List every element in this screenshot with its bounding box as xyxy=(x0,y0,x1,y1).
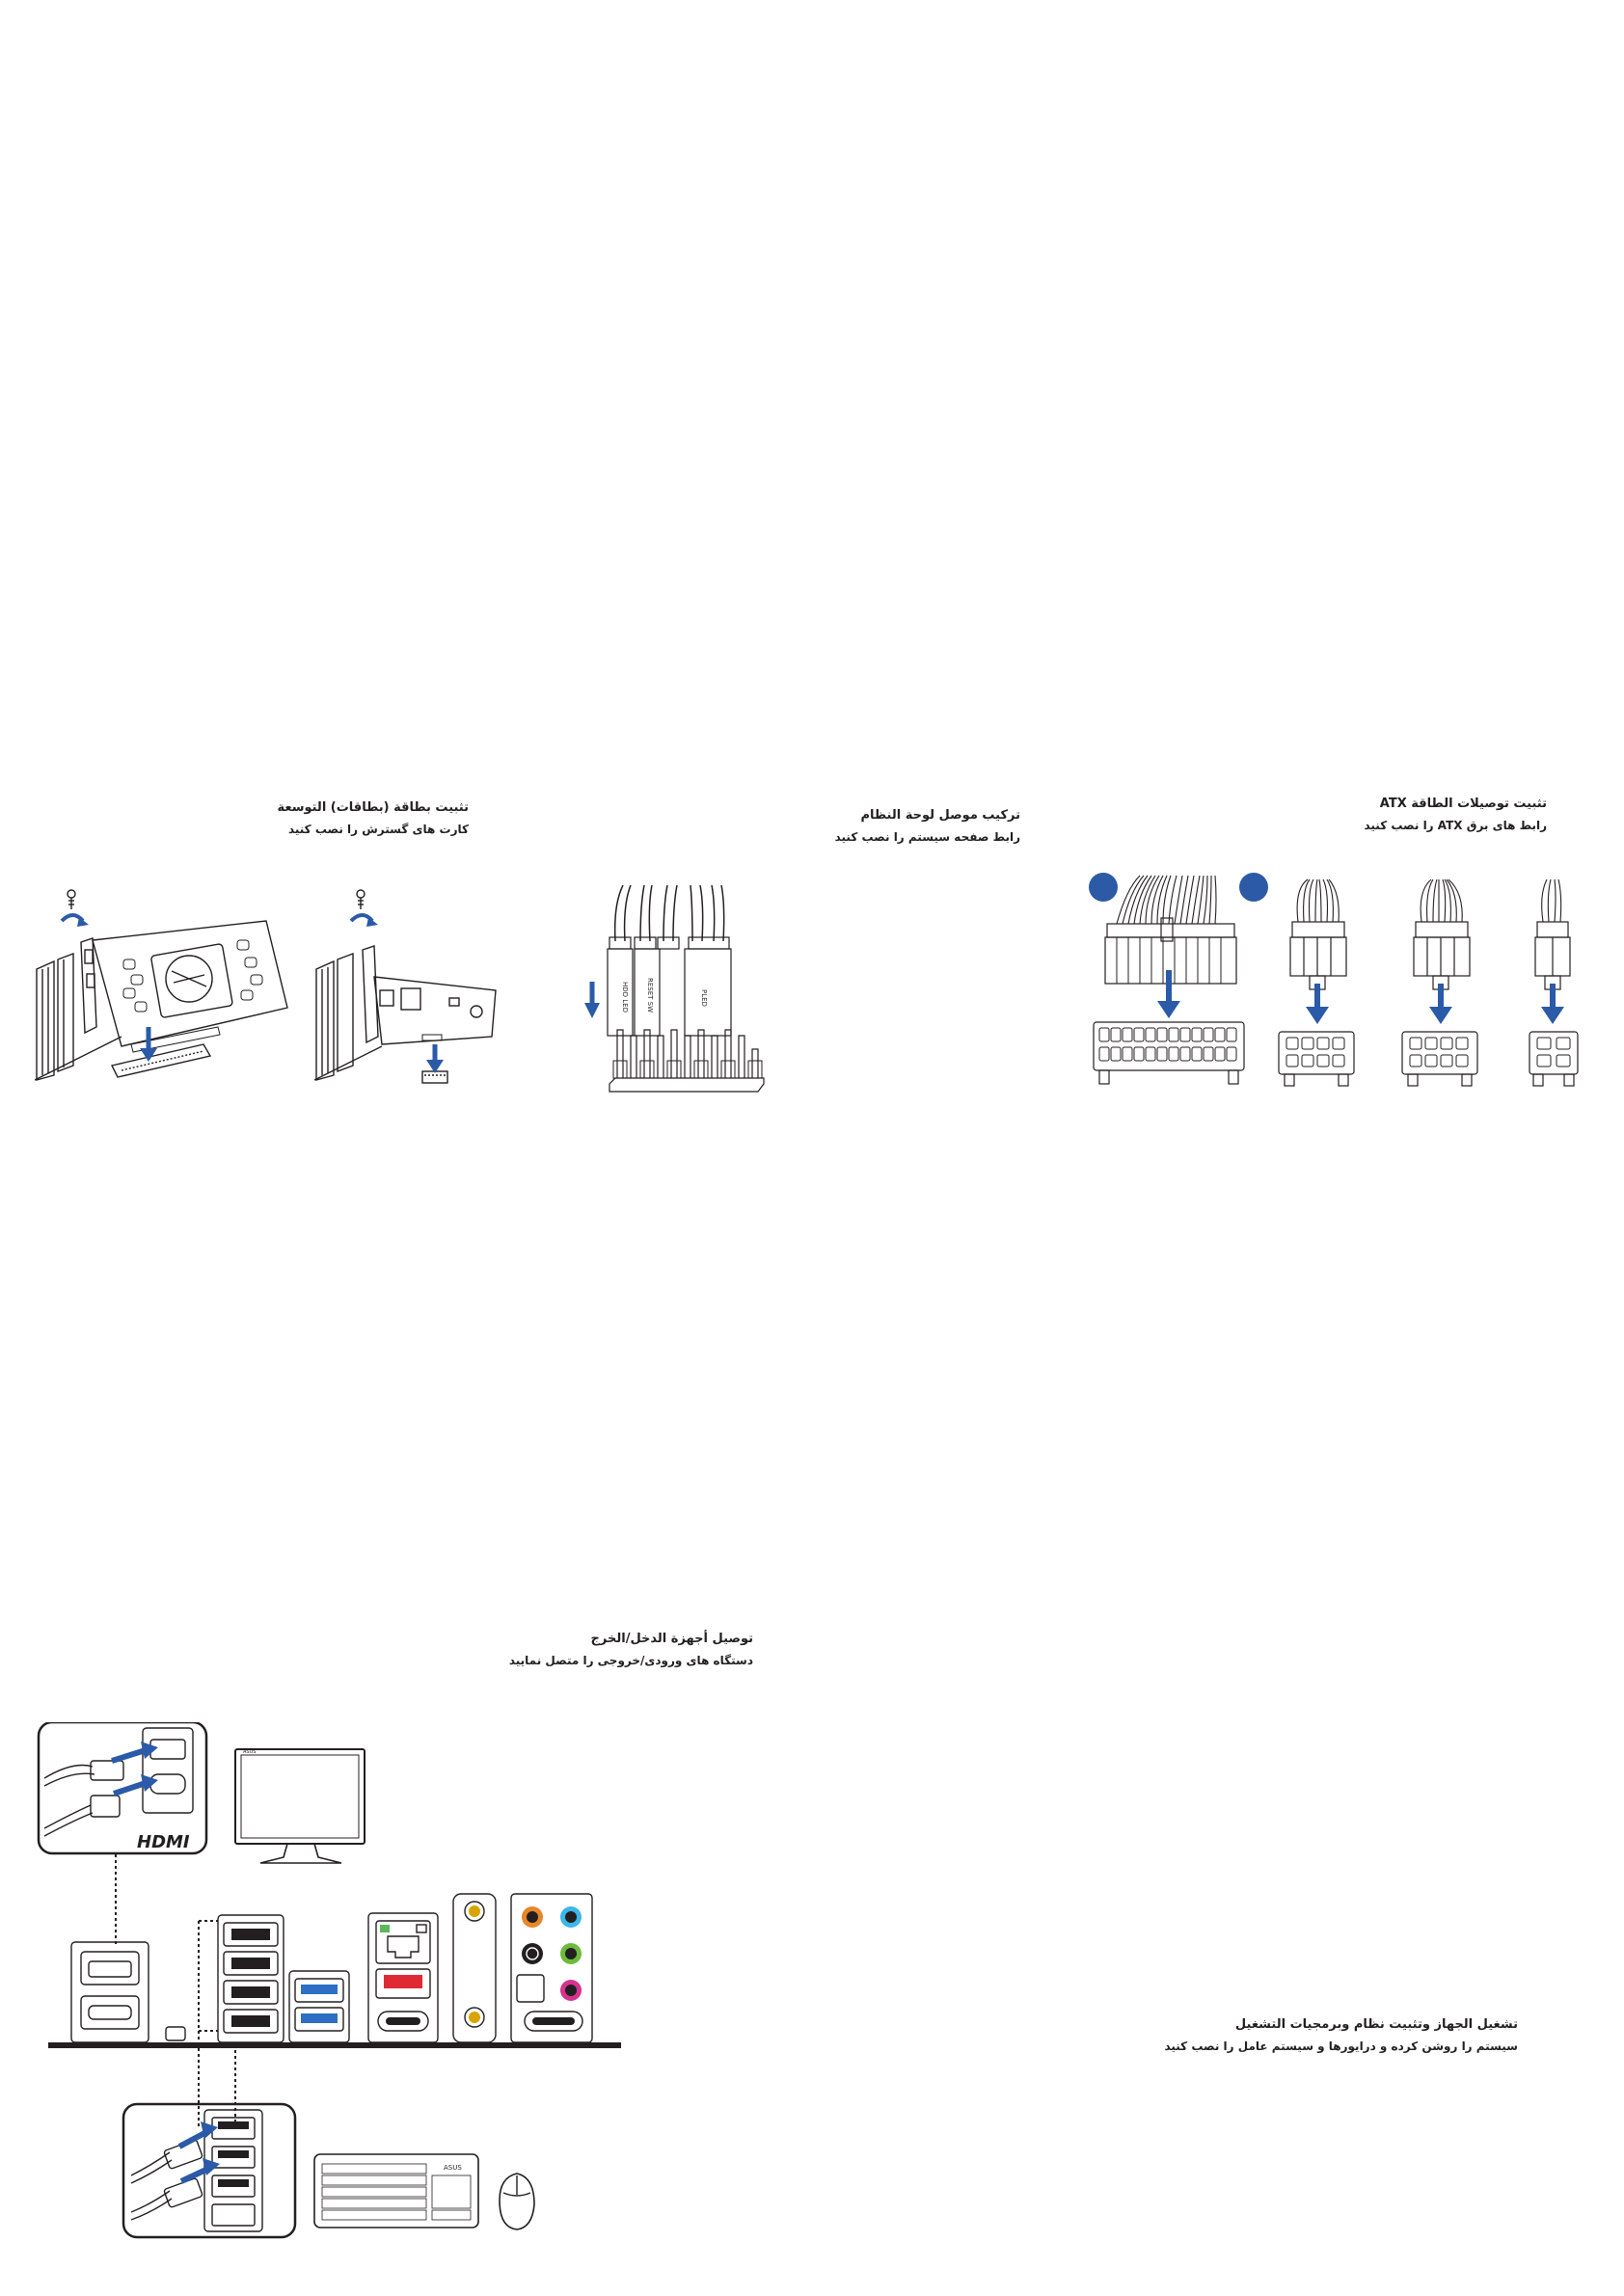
pin-label-hdd-led: HDD LED xyxy=(621,982,629,1013)
poweron-subtitle: سیستم را روشن کرده و درایورها و سیستم عا… xyxy=(1164,2039,1518,2053)
monitor-icon: ASUS xyxy=(234,1748,365,1864)
screw-icon xyxy=(356,889,365,909)
io-heading: توصيل أجهزة الدخل/الخرج دستگاه های ورودی… xyxy=(509,1632,753,1668)
expansion-card-figure-large xyxy=(35,882,295,1090)
poweron-title: تشغيل الجهاز وتثبيت نظام وبرمجيات التشغي… xyxy=(1234,2017,1518,2032)
expansion-subtitle: کارت های گسترش را نصب کنید xyxy=(287,823,469,836)
io-subtitle: دستگاه های ورودی/خروجی را متصل نمایید xyxy=(508,1654,753,1667)
atx-24pin-figure xyxy=(1088,870,1252,1092)
mouse-icon xyxy=(499,2173,535,2230)
keyboard-icon: ASUS xyxy=(313,2153,479,2228)
poweron-heading: تشغيل الجهاز وتثبيت نظام وبرمجيات التشغي… xyxy=(1164,2017,1518,2054)
io-figure: HDMI ASUS xyxy=(35,1722,633,2257)
atx-8pin-figure xyxy=(1236,870,1362,1092)
atx-heading: تثبيت توصيلات الطاقة ATX رابط های برق AT… xyxy=(1364,797,1547,833)
atx-title: تثبيت توصيلات الطاقة ATX xyxy=(1379,797,1547,811)
keyboard-brand: ASUS xyxy=(444,2164,462,2172)
atx-4pin-figure xyxy=(1516,870,1593,1092)
atx-8pin-figure-b xyxy=(1393,870,1499,1092)
panel-connector-figure: HDD LED RESET SW PLED xyxy=(584,885,768,1102)
step-badge-1 xyxy=(1089,873,1118,902)
panel-title: تركيب موصل لوحة النظام xyxy=(860,808,1020,823)
expansion-heading: تثبيت بطاقة (بطاقات) التوسعة کارت های گس… xyxy=(277,800,469,837)
pin-label-reset-sw: RESET SW xyxy=(646,978,654,1013)
screw-icon xyxy=(67,889,76,909)
panel-subtitle: رابط صفحه سیستم را نصب کنید xyxy=(834,830,1020,844)
expansion-card-figure-small xyxy=(314,882,507,1090)
atx-subtitle: رابط های برق ATX را نصب کنید xyxy=(1364,819,1547,832)
io-title: توصيل أجهزة الدخل/الخرج xyxy=(590,1632,753,1646)
pin-label-pled: PLED xyxy=(700,989,708,1007)
step-badge-2 xyxy=(1239,873,1268,902)
hdmi-logo: HDMI xyxy=(137,1832,190,1852)
monitor-brand: ASUS xyxy=(243,1749,256,1755)
panel-heading: تركيب موصل لوحة النظام رابط صفحه سیستم ر… xyxy=(835,808,1020,845)
expansion-title: تثبيت بطاقة (بطاقات) التوسعة xyxy=(277,800,469,815)
